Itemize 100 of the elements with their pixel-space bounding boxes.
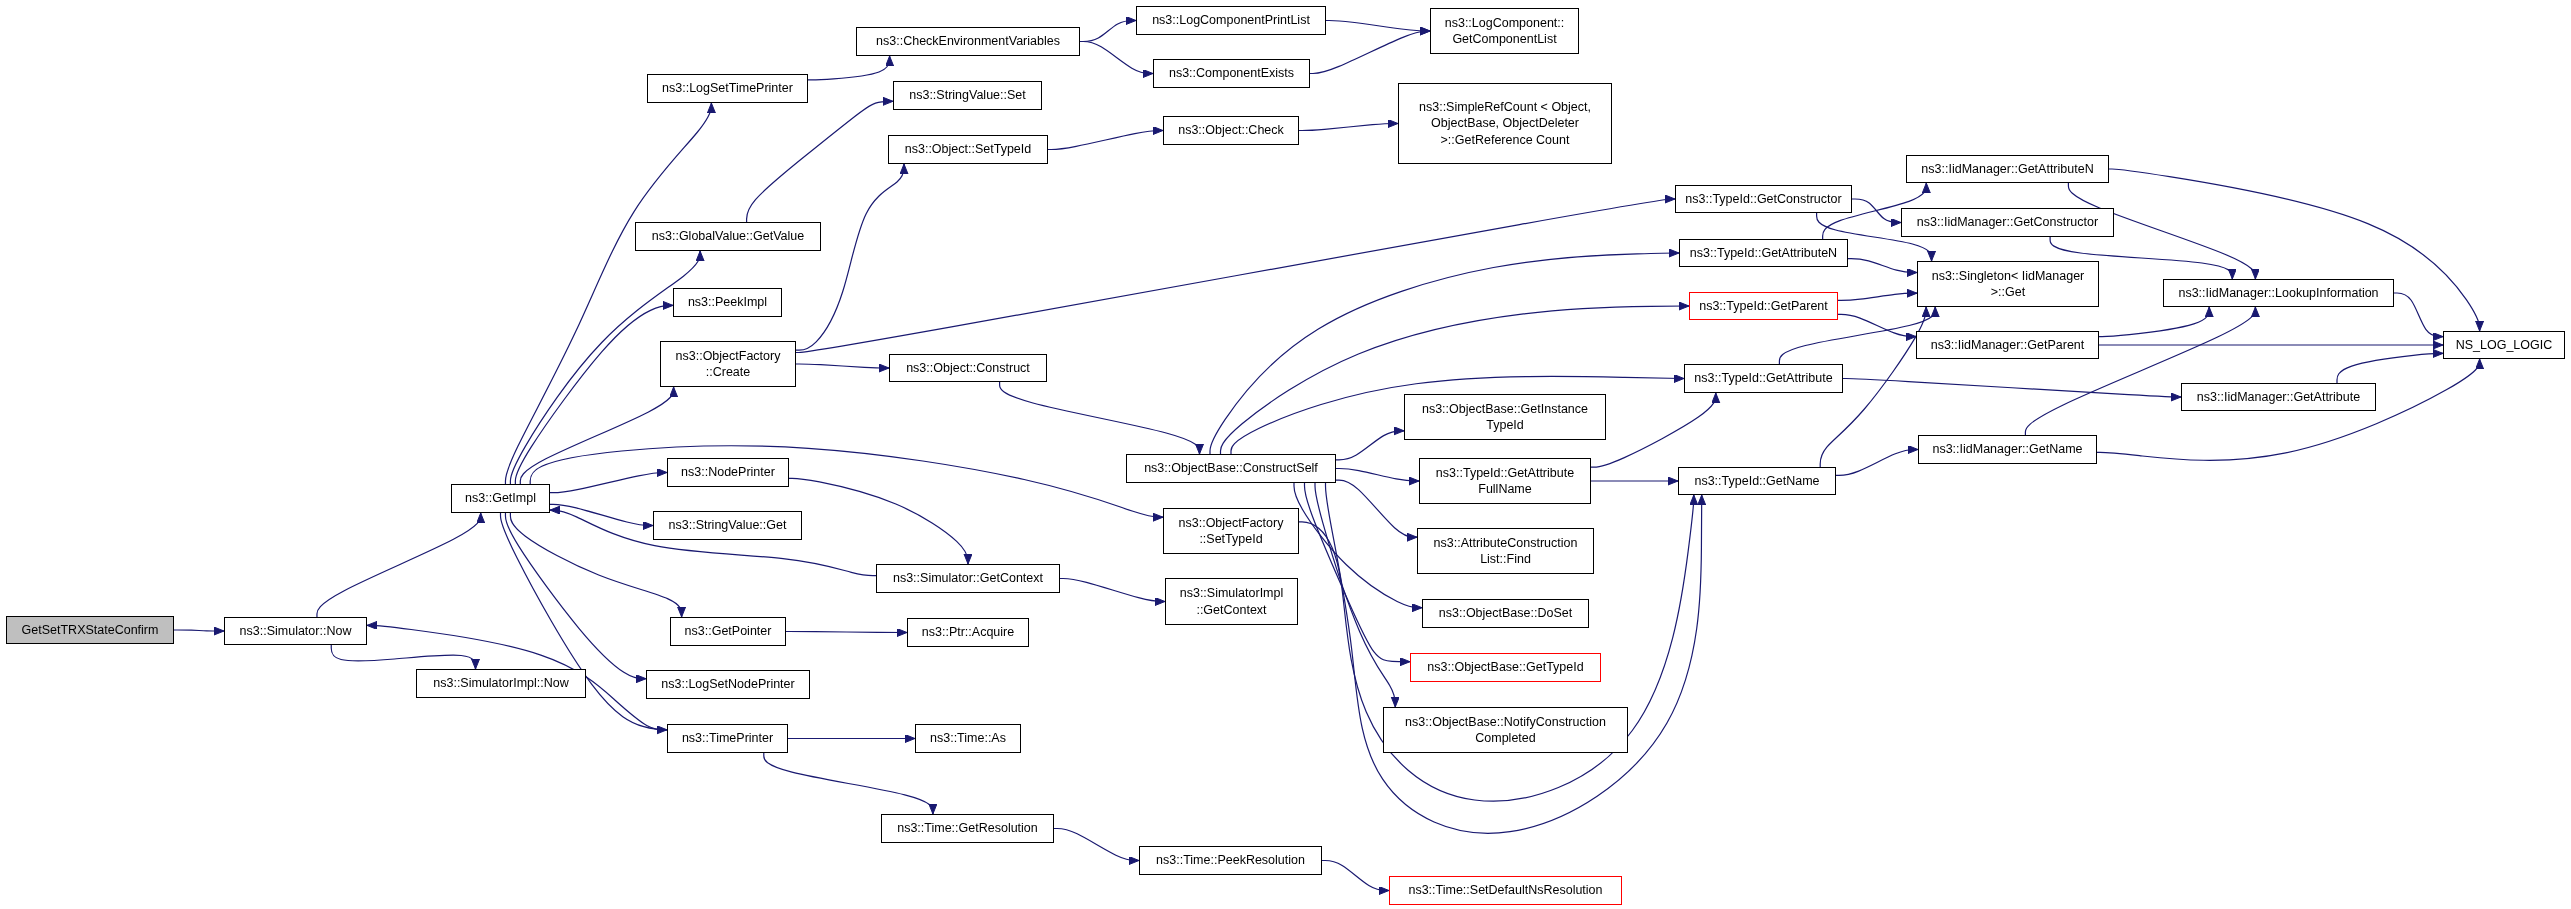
function-box: ns3::IidManager::GetParent: [1916, 331, 2099, 359]
function-box: ns3::Time::PeekResolution: [1139, 846, 1322, 875]
call-arrow: [1059, 577, 1166, 606]
call-arrow: [509, 250, 705, 485]
call-arrow: [795, 363, 890, 373]
call-arrow: [1209, 248, 1680, 455]
call-arrow: [1321, 859, 1390, 895]
call-arrow: [1819, 306, 1931, 468]
function-box: ns3::ObjectBase::ConstructSelf: [1126, 454, 1336, 483]
function-box: ns3::ObjectBase::GetTypeId: [1410, 653, 1601, 682]
call-arrow: [1851, 198, 1902, 227]
function-box: ns3::TypeId::GetAttributeN: [1679, 239, 1848, 267]
call-arrow: [1835, 445, 1919, 476]
function-box: GetSetTRXStateConfirm: [6, 616, 174, 644]
function-box: ns3::TypeId::GetAttribute FullName: [1419, 458, 1591, 504]
function-box: ns3::ObjectBase::DoSet: [1422, 599, 1589, 628]
function-box: ns3::ComponentExists: [1153, 59, 1310, 88]
function-box: ns3::LogComponent:: GetComponentList: [1430, 8, 1579, 54]
call-arrow: [1837, 288, 1918, 301]
function-box: ns3::ObjectFactory ::SetTypeId: [1163, 508, 1299, 554]
call-arrow: [514, 300, 674, 485]
call-arrow: [1335, 467, 1420, 486]
call-arrow: [785, 628, 908, 637]
function-box: ns3::LogSetTimePrinter: [647, 74, 808, 103]
function-box: ns3::IidManager::GetName: [1918, 435, 2097, 464]
call-arrow: [1293, 482, 1423, 613]
call-arrow: [1309, 26, 1431, 75]
function-box: ns3::TimePrinter: [667, 724, 788, 753]
function-box: ns3::SimulatorImpl::Now: [416, 669, 586, 698]
call-arrow: [1335, 479, 1418, 542]
call-arrow: [504, 102, 716, 485]
function-box: ns3::SimulatorImpl ::GetContext: [1165, 578, 1298, 625]
call-arrow: [1219, 301, 1690, 455]
function-box: ns3::Object::SetTypeId: [888, 135, 1048, 164]
function-box: ns3::AttributeConstruction List::Find: [1417, 528, 1594, 574]
call-arrow: [499, 512, 668, 735]
function-box: ns3::ObjectBase::GetInstance TypeId: [1404, 394, 1606, 440]
function-box: ns3::Time::As: [915, 724, 1021, 753]
function-box: ns3::LogSetNodePrinter: [646, 670, 810, 699]
function-box: ns3::Object::Check: [1163, 116, 1299, 145]
call-arrow: [795, 163, 909, 351]
call-arrow: [788, 477, 973, 565]
function-box: ns3::Time::GetResolution: [881, 814, 1054, 843]
call-arrow: [1842, 377, 2182, 402]
call-arrow: [549, 503, 654, 530]
call-arrow: [1314, 482, 1400, 708]
function-box: ns3::TypeId::GetName: [1678, 467, 1836, 495]
function-box: ns3::IidManager::LookupInformation: [2163, 279, 2394, 307]
call-arrow: [2049, 236, 2237, 280]
call-arrow: [173, 626, 225, 636]
call-arrow: [1837, 313, 1917, 342]
function-box: ns3::GlobalValue::GetValue: [635, 222, 821, 251]
function-box: ns3::ObjectFactory ::Create: [660, 341, 796, 387]
function-box: ns3::CheckEnvironmentVariables: [856, 27, 1080, 56]
function-box: ns3::GetImpl: [451, 484, 550, 513]
call-arrow: [366, 620, 668, 731]
call-arrow: [2108, 168, 2485, 332]
call-arrow: [1822, 182, 1931, 240]
function-box: ns3::LogComponentPrintList: [1136, 6, 1326, 35]
call-arrow: [807, 55, 895, 81]
call-arrow: [1335, 426, 1405, 461]
function-box: ns3::IidManager::GetAttribute: [2181, 383, 2376, 411]
call-arrow: [2098, 306, 2214, 338]
function-box: NS_LOG_LOGIC: [2443, 331, 2565, 359]
call-arrow: [795, 194, 1676, 354]
call-arrow: [1778, 306, 1940, 365]
function-box: ns3::TypeId::GetAttribute: [1684, 364, 1843, 393]
call-arrow: [2067, 182, 2260, 280]
function-box: ns3::IidManager::GetConstructor: [1901, 208, 2114, 237]
function-box: ns3::Time::SetDefaultNsResolution: [1389, 876, 1622, 905]
call-arrow: [519, 386, 679, 485]
function-box: ns3::Simulator::Now: [224, 617, 367, 645]
function-box: ns3::Simulator::GetContext: [876, 564, 1060, 593]
call-arrow: [1230, 374, 1685, 455]
call-arrow: [746, 96, 894, 223]
function-box: ns3::NodePrinter: [667, 458, 789, 487]
call-arrow: [1298, 494, 1699, 802]
call-arrow: [2393, 292, 2444, 342]
call-arrow: [2024, 306, 2260, 436]
call-arrow: [504, 512, 647, 684]
function-box: ns3::SimpleRefCount < Object, ObjectBase, ObjectDeleter >::GetReference Count: [1398, 83, 1612, 164]
call-arrow: [529, 445, 1164, 522]
call-arrow: [1053, 827, 1140, 865]
call-arrow: [549, 505, 877, 577]
call-arrow: [999, 381, 1204, 455]
call-arrow: [1590, 392, 1721, 468]
call-arrow: [316, 512, 486, 618]
call-arrow: [763, 752, 938, 815]
function-box: ns3::Singleton< IidManager >::Get: [1917, 261, 2099, 307]
function-box: ns3::GetPointer: [670, 617, 786, 646]
call-arrow: [1590, 476, 1679, 486]
call-arrow: [509, 512, 687, 618]
function-box: ns3::Ptr::Acquire: [907, 618, 1029, 647]
function-box: ns3::PeekImpl: [673, 288, 782, 317]
call-arrow: [1047, 126, 1164, 151]
function-box: ns3::ObjectBase::NotifyConstruction Completed: [1383, 707, 1628, 753]
call-arrow: [787, 734, 916, 743]
call-arrow: [549, 468, 668, 494]
function-box: ns3::StringValue::Set: [893, 81, 1042, 110]
call-arrow: [2336, 348, 2444, 384]
